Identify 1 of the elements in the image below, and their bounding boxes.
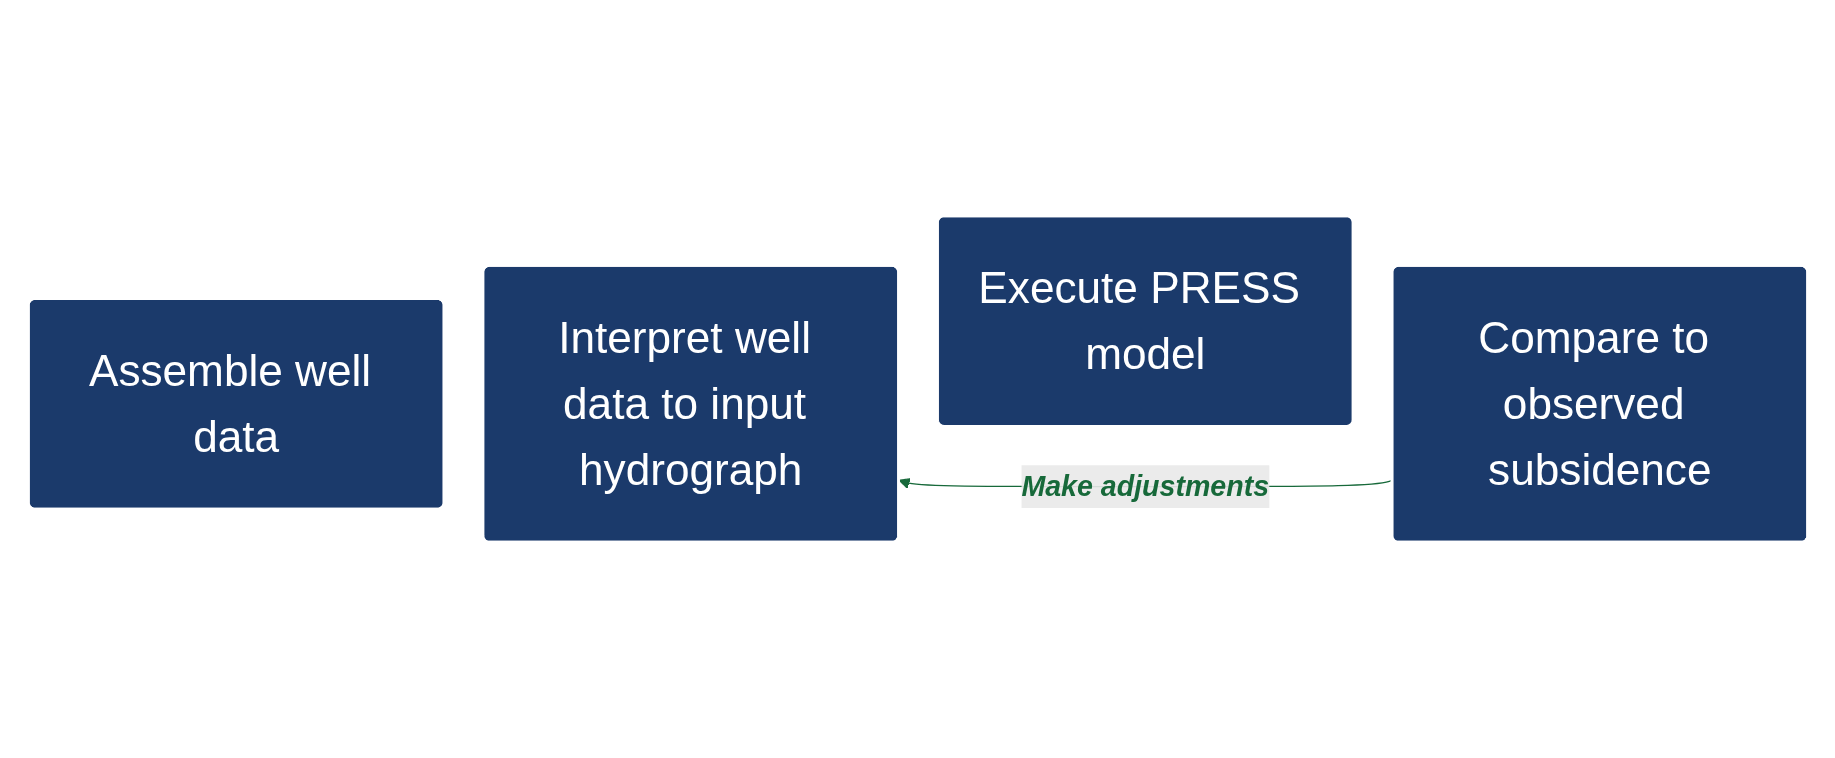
edge-label: Make adjustments <box>1020 470 1269 503</box>
